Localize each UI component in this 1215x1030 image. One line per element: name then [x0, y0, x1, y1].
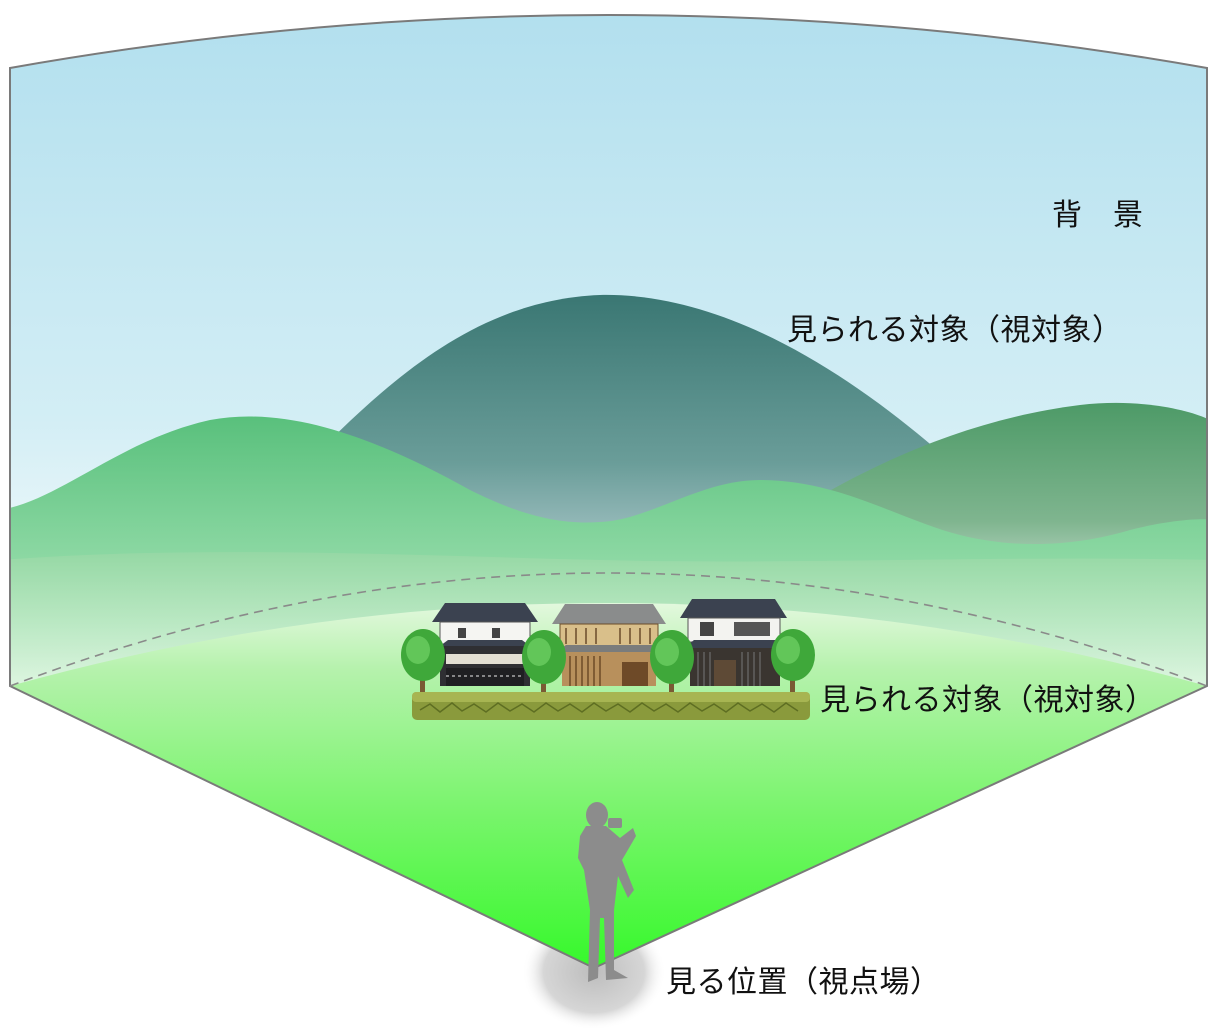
person-icon [578, 802, 636, 982]
house-1 [432, 603, 538, 686]
tree-3 [650, 630, 694, 694]
tree-2 [522, 630, 566, 694]
dashed-range-arc [9, 572, 1208, 687]
viewpoint-label: 見る位置（視点場） [666, 965, 941, 1000]
townscape [401, 599, 815, 720]
house-3 [680, 599, 787, 686]
near-object-label: 見られる対象（視対象） [820, 683, 1156, 718]
tree-1 [401, 629, 445, 694]
house-2 [552, 604, 666, 686]
ground-area [10, 603, 1207, 968]
view-frame-outline [9, 14, 1208, 969]
far-object-label: 見られる対象（視対象） [787, 313, 1123, 348]
hedge [412, 692, 810, 720]
tree-4 [771, 629, 815, 694]
background-label: 背 景 [1052, 198, 1144, 233]
